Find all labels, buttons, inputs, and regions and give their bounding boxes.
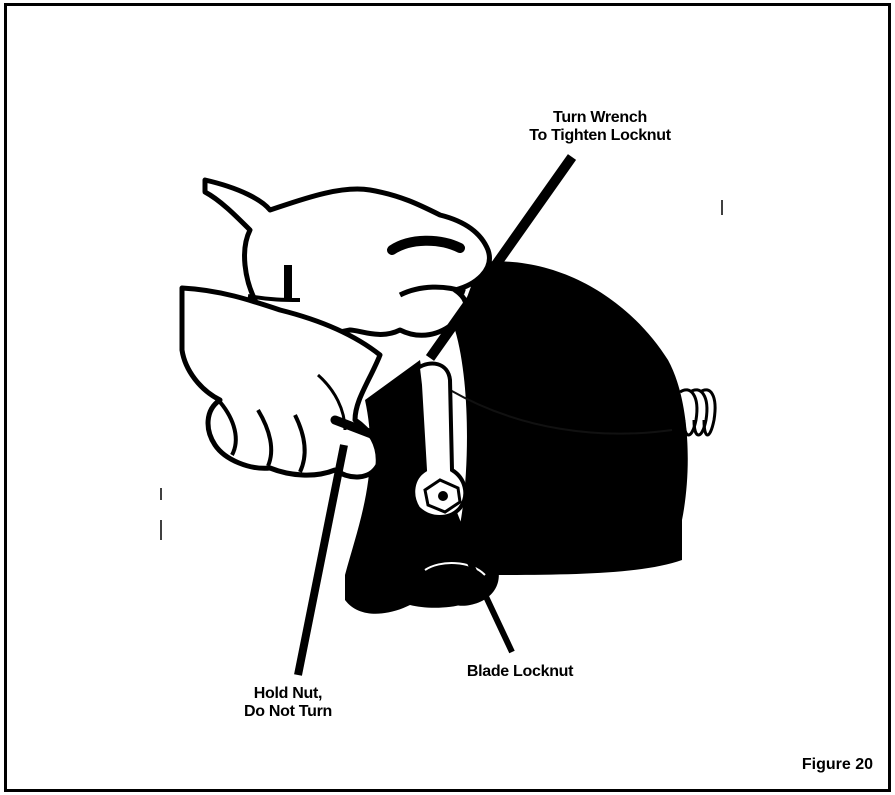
spring-coil xyxy=(679,388,717,437)
hold-nut-label-line2: Do Not Turn xyxy=(244,703,332,720)
wrench xyxy=(411,361,468,519)
hold-nut-label: Hold Nut, Do Not Turn xyxy=(218,685,358,721)
turn-wrench-label-line2: To Tighten Locknut xyxy=(529,127,671,144)
hold-nut-leader xyxy=(294,444,348,676)
turn-wrench-label-line1: Turn Wrench xyxy=(553,109,647,126)
figure-caption: Figure 20 xyxy=(801,756,873,773)
turn-wrench-label: Turn Wrench To Tighten Locknut xyxy=(500,109,700,145)
figure-frame xyxy=(4,3,891,792)
turn-wrench-leader xyxy=(425,154,577,361)
blade-locknut-label-text: Blade Locknut xyxy=(466,663,574,680)
lower-hand xyxy=(179,285,383,480)
hold-nut-label-line1: Hold Nut, xyxy=(253,685,323,702)
blade-guard xyxy=(455,261,688,575)
blade-locknut-label: Blade Locknut xyxy=(440,663,600,681)
blade-locknut-leader xyxy=(447,518,515,654)
